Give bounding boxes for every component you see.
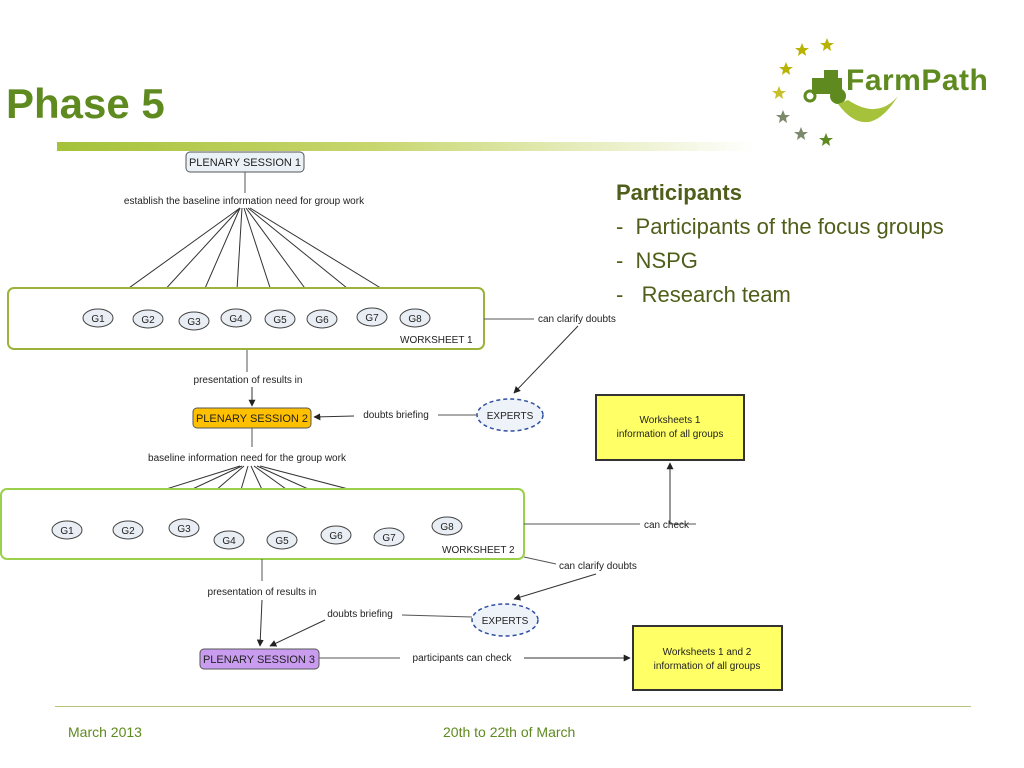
- plenary-session-2-label: PLENARY SESSION 2: [196, 413, 308, 425]
- logo-star: [779, 62, 793, 75]
- svg-text:G1: G1: [60, 526, 74, 537]
- svg-text:G8: G8: [408, 314, 422, 325]
- worksheet-1-label: WORKSHEET 1: [400, 335, 473, 346]
- link-presentation-of-results-2: presentation of results in: [208, 587, 317, 598]
- logo-text: FarmPath: [846, 64, 989, 97]
- link-baseline-information: baseline information need for the group …: [148, 453, 347, 464]
- link-participants-can-check: participants can check: [413, 653, 513, 664]
- ws2-group-g4: G4: [213, 530, 245, 550]
- concept-map: PLENARY SESSION 1 establish the baseline…: [0, 151, 783, 691]
- logo-crescent: [838, 96, 898, 123]
- svg-text:G7: G7: [365, 313, 379, 324]
- link-doubts-briefing-1: doubts briefing: [363, 410, 429, 421]
- logo-star: [820, 38, 834, 51]
- footer-date: March 2013: [68, 724, 142, 740]
- worksheets-1-output-line1: Worksheets 1: [640, 415, 701, 426]
- svg-text:G2: G2: [121, 526, 135, 537]
- ws1-group-g3: G3: [178, 311, 210, 331]
- participant-item: - Research team: [616, 282, 791, 307]
- participant-item: - NSPG: [616, 248, 698, 273]
- svg-text:G6: G6: [315, 315, 329, 326]
- link-establish-baseline: establish the baseline information need …: [124, 196, 365, 207]
- plenary-session-3-node: [199, 648, 320, 670]
- plenary-session-1-label: PLENARY SESSION 1: [189, 157, 301, 169]
- participants-heading: Participants: [616, 180, 742, 205]
- ws1-group-g4: G4: [220, 308, 252, 328]
- svg-text:G4: G4: [222, 536, 236, 547]
- logo-star: [794, 127, 808, 140]
- svg-text:G4: G4: [229, 314, 243, 325]
- footer-divider: [55, 706, 971, 707]
- ws2-group-g2: G2: [112, 520, 144, 540]
- ws2-group-g7: G7: [373, 527, 405, 547]
- svg-text:G1: G1: [91, 314, 105, 325]
- ws2-group-g6: G6: [320, 525, 352, 545]
- ws1-group-g1: G1: [82, 308, 114, 328]
- participant-item: - Participants of the focus groups: [616, 214, 944, 239]
- logo-graphic: [772, 38, 898, 146]
- experts-2-label: EXPERTS: [482, 616, 529, 627]
- svg-text:G6: G6: [329, 531, 343, 542]
- ws1-group-g7: G7: [356, 307, 388, 327]
- logo-star: [819, 133, 833, 146]
- participants-block: Participants - Participants of the focus…: [616, 176, 1016, 312]
- ws2-group-g8: G8: [431, 516, 463, 536]
- link-doubts-briefing-2: doubts briefing: [327, 609, 393, 620]
- plenary-session-3-label: PLENARY SESSION 3: [203, 654, 315, 666]
- ws1-group-g8: G8: [399, 308, 431, 328]
- experts-1-label: EXPERTS: [487, 411, 534, 422]
- svg-text:G5: G5: [275, 536, 289, 547]
- ws2-group-g5: G5: [266, 530, 298, 550]
- ws2-group-g3: G3: [168, 518, 200, 538]
- worksheets-1-and-2-output-line2: information of all groups: [654, 661, 761, 672]
- link-can-clarify-doubts-2: can clarify doubts: [559, 561, 637, 572]
- link-can-clarify-doubts-1: can clarify doubts: [538, 314, 616, 325]
- logo-star: [772, 86, 786, 99]
- worksheet-2-label: WORKSHEET 2: [442, 545, 515, 556]
- link-can-check: can check: [644, 520, 690, 531]
- svg-text:G8: G8: [440, 522, 454, 533]
- link-presentation-of-results-1: presentation of results in: [194, 375, 303, 386]
- footer-date-range: 20th to 22th of March: [443, 724, 576, 740]
- svg-text:G5: G5: [273, 315, 287, 326]
- ws2-group-g1: G1: [51, 520, 83, 540]
- experts-2-node: [471, 603, 539, 637]
- title-underline: [57, 142, 757, 151]
- worksheets-1-and-2-output: [632, 625, 783, 691]
- ws1-group-g6: G6: [306, 309, 338, 329]
- farmpath-logo: FarmPath: [768, 34, 1024, 150]
- svg-text:G3: G3: [187, 317, 201, 328]
- svg-text:G7: G7: [382, 533, 396, 544]
- logo-star: [776, 110, 790, 123]
- svg-text:G2: G2: [141, 315, 155, 326]
- worksheets-1-output-line2: information of all groups: [617, 429, 724, 440]
- slide-title: Phase 5: [6, 80, 165, 127]
- svg-text:G3: G3: [177, 524, 191, 535]
- worksheets-1-output: [595, 394, 745, 461]
- ws1-group-g5: G5: [264, 309, 296, 329]
- ws1-group-g2: G2: [132, 309, 164, 329]
- logo-star: [795, 43, 809, 56]
- worksheets-1-and-2-output-line1: Worksheets 1 and 2: [663, 647, 752, 658]
